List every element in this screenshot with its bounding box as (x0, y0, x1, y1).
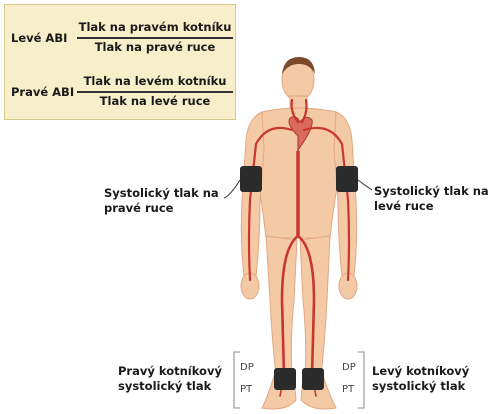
pulse-site-brackets (234, 352, 364, 408)
right-ankle-label-line-1: Pravý kotníkový (118, 364, 222, 379)
right-arm-cuff (240, 166, 262, 192)
left-ankle-cuff (302, 368, 324, 390)
right-ankle-cuff (274, 368, 296, 390)
left-ankle-label-line-2: systolický tlak (372, 379, 469, 394)
left-dp-label: DP (342, 362, 356, 373)
right-arm-pressure-label: Systolický tlak na pravé ruce (104, 186, 219, 216)
left-arm-pressure-label: Systolický tlak na levé ruce (374, 184, 489, 214)
left-abi-numerator: Tlak na pravém kotníku (77, 20, 233, 34)
left-arm-cuff (336, 166, 358, 192)
fraction-bar (77, 37, 233, 39)
left-abi-denominator: Tlak na pravé ruce (77, 40, 233, 54)
right-pt-label: PT (240, 384, 253, 395)
abi-formula-box: Levé ABI Tlak na pravém kotníku Tlak na … (4, 4, 236, 120)
left-arm-label-line-2: levé ruce (374, 199, 489, 214)
left-abi-label: Levé ABI (11, 31, 67, 45)
right-abi-denominator: Tlak na levé ruce (77, 94, 233, 108)
right-abi-formula: Pravé ABI Tlak na levém kotníku Tlak na … (5, 71, 235, 115)
right-arm-label-line-2: pravé ruce (104, 201, 219, 216)
left-arm-label-line-1: Systolický tlak na (374, 184, 489, 199)
left-abi-formula: Levé ABI Tlak na pravém kotníku Tlak na … (5, 17, 235, 61)
left-pt-label: PT (342, 384, 355, 395)
fraction-bar (77, 91, 233, 93)
right-dp-label: DP (240, 362, 254, 373)
right-arm-label-line-1: Systolický tlak na (104, 186, 219, 201)
right-ankle-label-line-2: systolický tlak (118, 379, 222, 394)
left-ankle-label-line-1: Levý kotníkový (372, 364, 469, 379)
right-abi-label: Pravé ABI (11, 85, 74, 99)
right-ankle-pressure-label: Pravý kotníkový systolický tlak (118, 364, 222, 394)
right-abi-numerator: Tlak na levém kotníku (77, 74, 233, 88)
left-ankle-pressure-label: Levý kotníkový systolický tlak (372, 364, 469, 394)
